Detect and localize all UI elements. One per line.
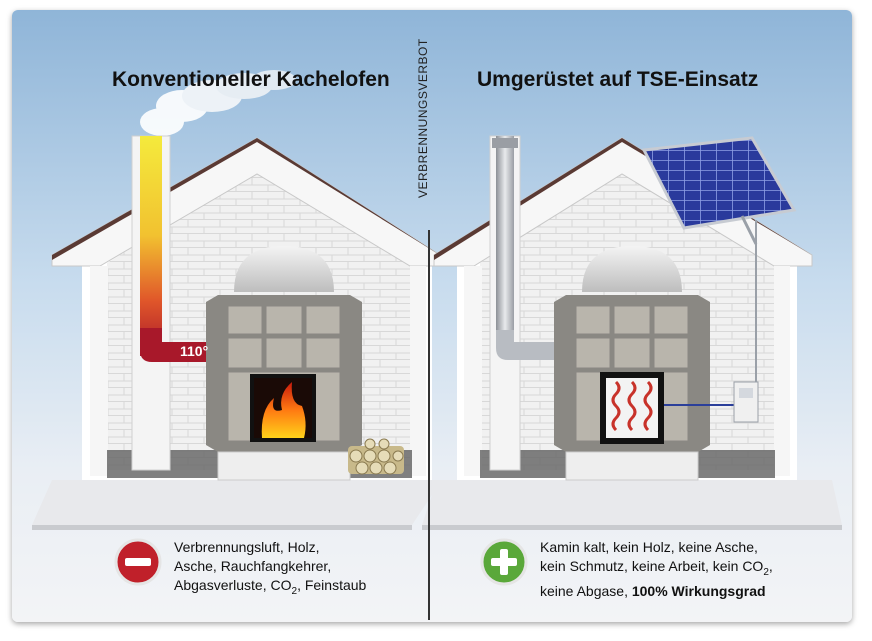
right-caption-line-2: kein Schmutz, keine Arbeit, kein CO2,	[540, 557, 773, 582]
stove-right	[554, 246, 710, 481]
smoke-cloud	[140, 70, 296, 136]
efficiency-bold: 100% Wirkungsgrad	[631, 582, 766, 599]
co2-subscript-right: 2	[763, 566, 769, 578]
right-title: Umgerüstet auf TSE-Einsatz	[477, 68, 759, 91]
left-caption-line-3: Abgasverluste, CO2, Feinstaub	[174, 576, 366, 601]
left-caption-line-3-end: , Feinstaub	[297, 577, 367, 593]
right-caption-line-3: keine Abgase, 100% Wirkungsgrad	[540, 582, 773, 601]
floor-left	[32, 480, 442, 530]
illustration-card: Konventioneller Kachelofen Umgerüstet au…	[12, 10, 852, 622]
plus-icon	[480, 538, 528, 586]
wiring-line	[664, 381, 759, 423]
right-caption-line-1: Kamin kalt, kein Holz, keine Asche,	[540, 539, 758, 555]
left-caption-line-2: Asche, Rauchfangkehrer,	[174, 558, 332, 574]
left-caption-line-3-text: Abgasverluste, CO	[174, 577, 292, 593]
minus-icon	[114, 538, 162, 586]
divider-line	[428, 230, 430, 620]
left-caption-line-1: Verbrennungsluft, Holz,	[174, 539, 320, 555]
scene-illustration	[32, 70, 842, 530]
right-caption: Kamin kalt, kein Holz, keine Asche, kein…	[540, 538, 773, 601]
left-caption: Verbrennungsluft, Holz, Asche, Rauchfang…	[174, 538, 366, 601]
floor-right	[422, 480, 842, 530]
temperature-label: 110°	[180, 343, 209, 359]
firewood-icon	[348, 438, 404, 475]
right-caption-line-2-text: kein Schmutz, keine Arbeit, kein CO	[540, 558, 764, 574]
stove-left	[206, 246, 362, 481]
co2-subscript: 2	[291, 585, 298, 597]
chimney-left	[131, 135, 220, 471]
left-title: Konventioneller Kachelofen	[112, 68, 390, 91]
right-caption-line-2-end: ,	[768, 558, 773, 574]
divider-label: VERBRENNUNGSVERBOT	[416, 38, 430, 198]
solar-panel-icon	[641, 136, 797, 390]
right-caption-line-3-text: keine Abgase,	[540, 582, 632, 599]
chimney-right	[489, 135, 570, 471]
heating-element-icon	[611, 380, 653, 432]
